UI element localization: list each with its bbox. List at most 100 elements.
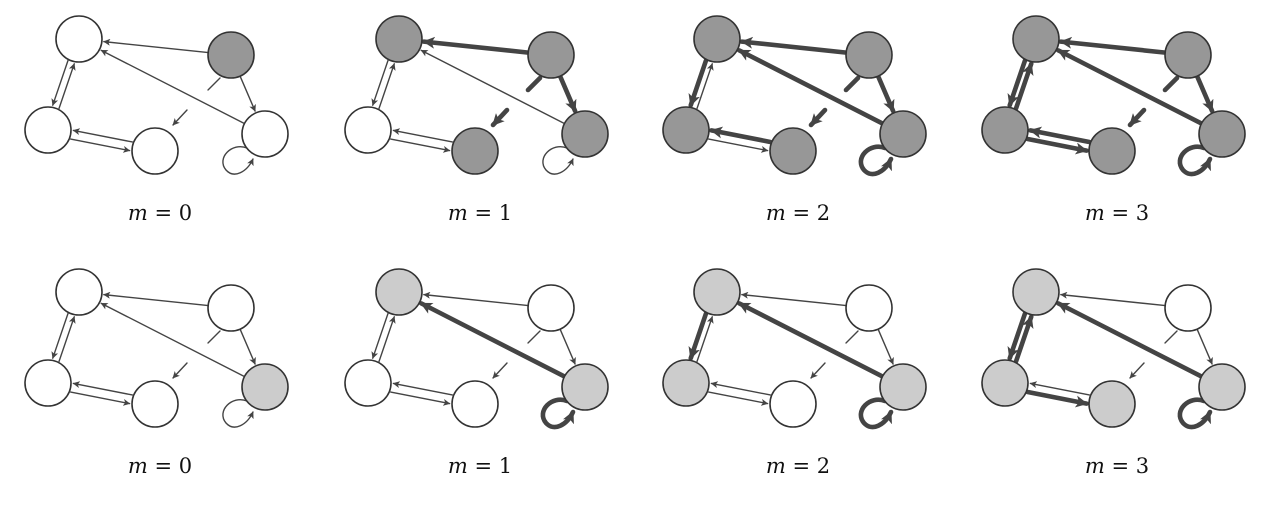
- node-a: [55, 15, 103, 63]
- edge-self-loop: [1177, 144, 1213, 177]
- edge-incoming: [492, 362, 508, 379]
- edge-self-loop: [858, 144, 894, 177]
- edge-be: [1195, 74, 1215, 114]
- node-b: [1164, 31, 1212, 79]
- edge-ea: [1055, 48, 1203, 126]
- edge-ca: [696, 316, 714, 363]
- edge-dc: [1029, 381, 1091, 396]
- node-c: [24, 106, 72, 154]
- edge-dc: [392, 381, 454, 396]
- node-a: [375, 15, 423, 63]
- edge-ac: [371, 59, 389, 106]
- edge-be: [1196, 329, 1213, 365]
- edge-be: [559, 329, 576, 365]
- edge-ea: [1055, 301, 1203, 379]
- edge-cd: [707, 391, 769, 406]
- edge-ca: [378, 316, 396, 363]
- edge-ca: [378, 63, 396, 110]
- edge-ca: [696, 63, 714, 110]
- edge-cd: [69, 138, 131, 153]
- node-b: [845, 31, 893, 79]
- edge-ba: [1058, 36, 1167, 55]
- edge-ac: [51, 59, 69, 106]
- panel-caption: m = 3: [1085, 201, 1149, 225]
- edge-dc: [72, 381, 134, 396]
- edge-incoming: [490, 107, 510, 128]
- edge-ea: [100, 49, 245, 124]
- edge-stub: [843, 75, 861, 93]
- edge-dc: [392, 128, 454, 143]
- edge-cd: [69, 391, 131, 406]
- node-b: [527, 31, 575, 79]
- diagram-panel: m = 0: [24, 15, 289, 225]
- node-a: [693, 15, 741, 63]
- edge-stub: [207, 77, 221, 91]
- edge-incoming: [172, 109, 188, 126]
- edge-be: [239, 329, 256, 365]
- node-c: [662, 106, 710, 154]
- node-c: [24, 359, 72, 407]
- edge-ca: [1013, 61, 1034, 111]
- edge-ac: [688, 311, 709, 361]
- edge-ea: [420, 49, 565, 124]
- edge-ba: [103, 291, 208, 307]
- node-d: [131, 127, 179, 175]
- edge-incoming: [1127, 107, 1147, 128]
- edge-ca: [58, 63, 76, 110]
- node-e: [561, 110, 609, 158]
- edge-stub: [527, 330, 541, 344]
- edge-ba: [103, 38, 208, 54]
- node-b: [207, 284, 255, 332]
- edge-incoming: [1129, 362, 1145, 379]
- diagram-panel: m = 0: [24, 268, 289, 478]
- diagram-panel: m = 2: [662, 268, 927, 478]
- node-e: [561, 363, 609, 411]
- panel-caption: m = 0: [128, 201, 192, 225]
- edge-cd: [1025, 136, 1089, 155]
- node-e: [1198, 363, 1246, 411]
- edge-cd: [707, 138, 769, 153]
- edge-stub: [207, 330, 221, 344]
- edge-be: [877, 329, 894, 365]
- panel-caption: m = 2: [766, 201, 830, 225]
- edge-self-loop: [1177, 397, 1213, 430]
- diagram-panel: m = 3: [981, 268, 1246, 478]
- node-c: [981, 359, 1029, 407]
- edge-be: [876, 74, 896, 114]
- node-e: [241, 110, 289, 158]
- edge-self-loop: [222, 146, 254, 175]
- node-a: [693, 268, 741, 316]
- edge-stub: [1164, 330, 1178, 344]
- node-d: [131, 380, 179, 428]
- node-c: [662, 359, 710, 407]
- edge-ba: [739, 36, 848, 55]
- node-b: [845, 284, 893, 332]
- edge-be: [239, 76, 256, 112]
- edge-dc: [1028, 126, 1092, 145]
- edge-incoming: [172, 362, 188, 379]
- node-d: [1088, 127, 1136, 175]
- edge-be: [558, 74, 578, 114]
- panel-caption: m = 2: [766, 454, 830, 478]
- node-a: [55, 268, 103, 316]
- edge-cd: [389, 391, 451, 406]
- edge-ea: [736, 301, 884, 379]
- edge-self-loop: [858, 397, 894, 430]
- edge-ba: [421, 36, 530, 55]
- node-e: [879, 363, 927, 411]
- edge-ca: [1013, 314, 1034, 364]
- node-b: [527, 284, 575, 332]
- node-e: [879, 110, 927, 158]
- edge-self-loop: [542, 146, 574, 175]
- edge-dc: [710, 381, 772, 396]
- node-c: [344, 359, 392, 407]
- edge-cd: [389, 138, 451, 153]
- diagram-panel: m = 2: [662, 15, 927, 225]
- edge-ac: [688, 58, 709, 108]
- panel-caption: m = 3: [1085, 454, 1149, 478]
- edge-incoming: [810, 362, 826, 379]
- node-d: [769, 127, 817, 175]
- edge-ba: [741, 291, 846, 307]
- edge-ba: [1060, 291, 1165, 307]
